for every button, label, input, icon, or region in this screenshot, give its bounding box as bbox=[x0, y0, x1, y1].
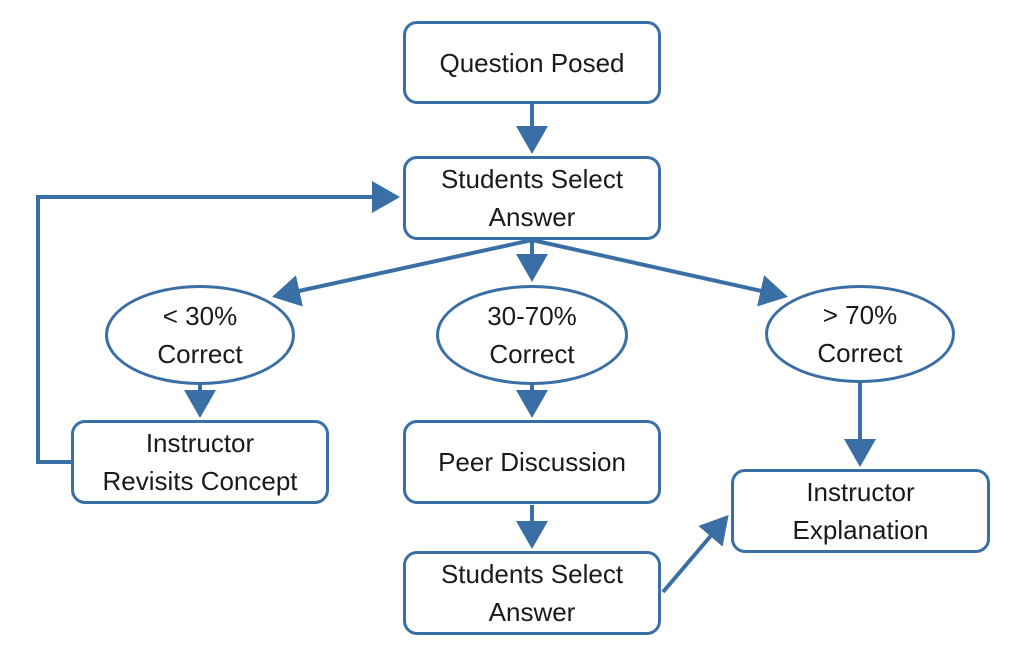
less-than-30-line-1: < 30% bbox=[162, 301, 238, 331]
greater-than-70-line-1: > 70% bbox=[822, 300, 898, 330]
thirty-to-seventy-line-1: 30-70% bbox=[487, 301, 577, 331]
students-select-answer-line-1: Students Select bbox=[440, 164, 624, 194]
students-select-answer-second-box: Students Select Answer bbox=[403, 551, 661, 635]
instructor-explanation-line-1: Instructor bbox=[806, 477, 915, 507]
instructor-revisits-line-1: Instructor bbox=[145, 428, 255, 458]
peer-discussion-label: Peer Discussion bbox=[438, 447, 626, 477]
students-select-answer-box: Students Select Answer bbox=[403, 156, 661, 240]
instructor-revisits-concept-box: Instructor Revisits Concept bbox=[71, 420, 329, 504]
question-posed-box: Question Posed bbox=[403, 21, 661, 104]
peer-discussion-box: Peer Discussion bbox=[403, 420, 661, 504]
arrow-students-to-lt30 bbox=[272, 238, 533, 307]
less-than-30-ellipse: < 30% Correct bbox=[105, 285, 295, 385]
students-select-answer-second-line-1: Students Select bbox=[440, 559, 624, 589]
students-select-answer-second-line-2: Answer bbox=[488, 597, 576, 627]
instructor-explanation-line-2: Explanation bbox=[792, 515, 929, 545]
arrow-revisit-loop-back bbox=[36, 181, 400, 464]
thirty-to-seventy-line-2: Correct bbox=[489, 339, 575, 369]
greater-than-70-ellipse: > 70% Correct bbox=[765, 285, 955, 383]
greater-than-70-line-2: Correct bbox=[817, 338, 903, 368]
thirty-to-seventy-ellipse: 30-70% Correct bbox=[436, 285, 628, 385]
students-select-answer-line-2: Answer bbox=[488, 202, 576, 232]
arrow-students-to-gt70 bbox=[531, 238, 788, 307]
less-than-30-line-2: Correct bbox=[157, 339, 243, 369]
instructor-revisits-line-2: Revisits Concept bbox=[102, 466, 298, 496]
question-posed-label: Question Posed bbox=[439, 47, 625, 78]
instructor-explanation-box: Instructor Explanation bbox=[731, 469, 990, 553]
arrow-students-2-to-explanation bbox=[661, 514, 729, 594]
